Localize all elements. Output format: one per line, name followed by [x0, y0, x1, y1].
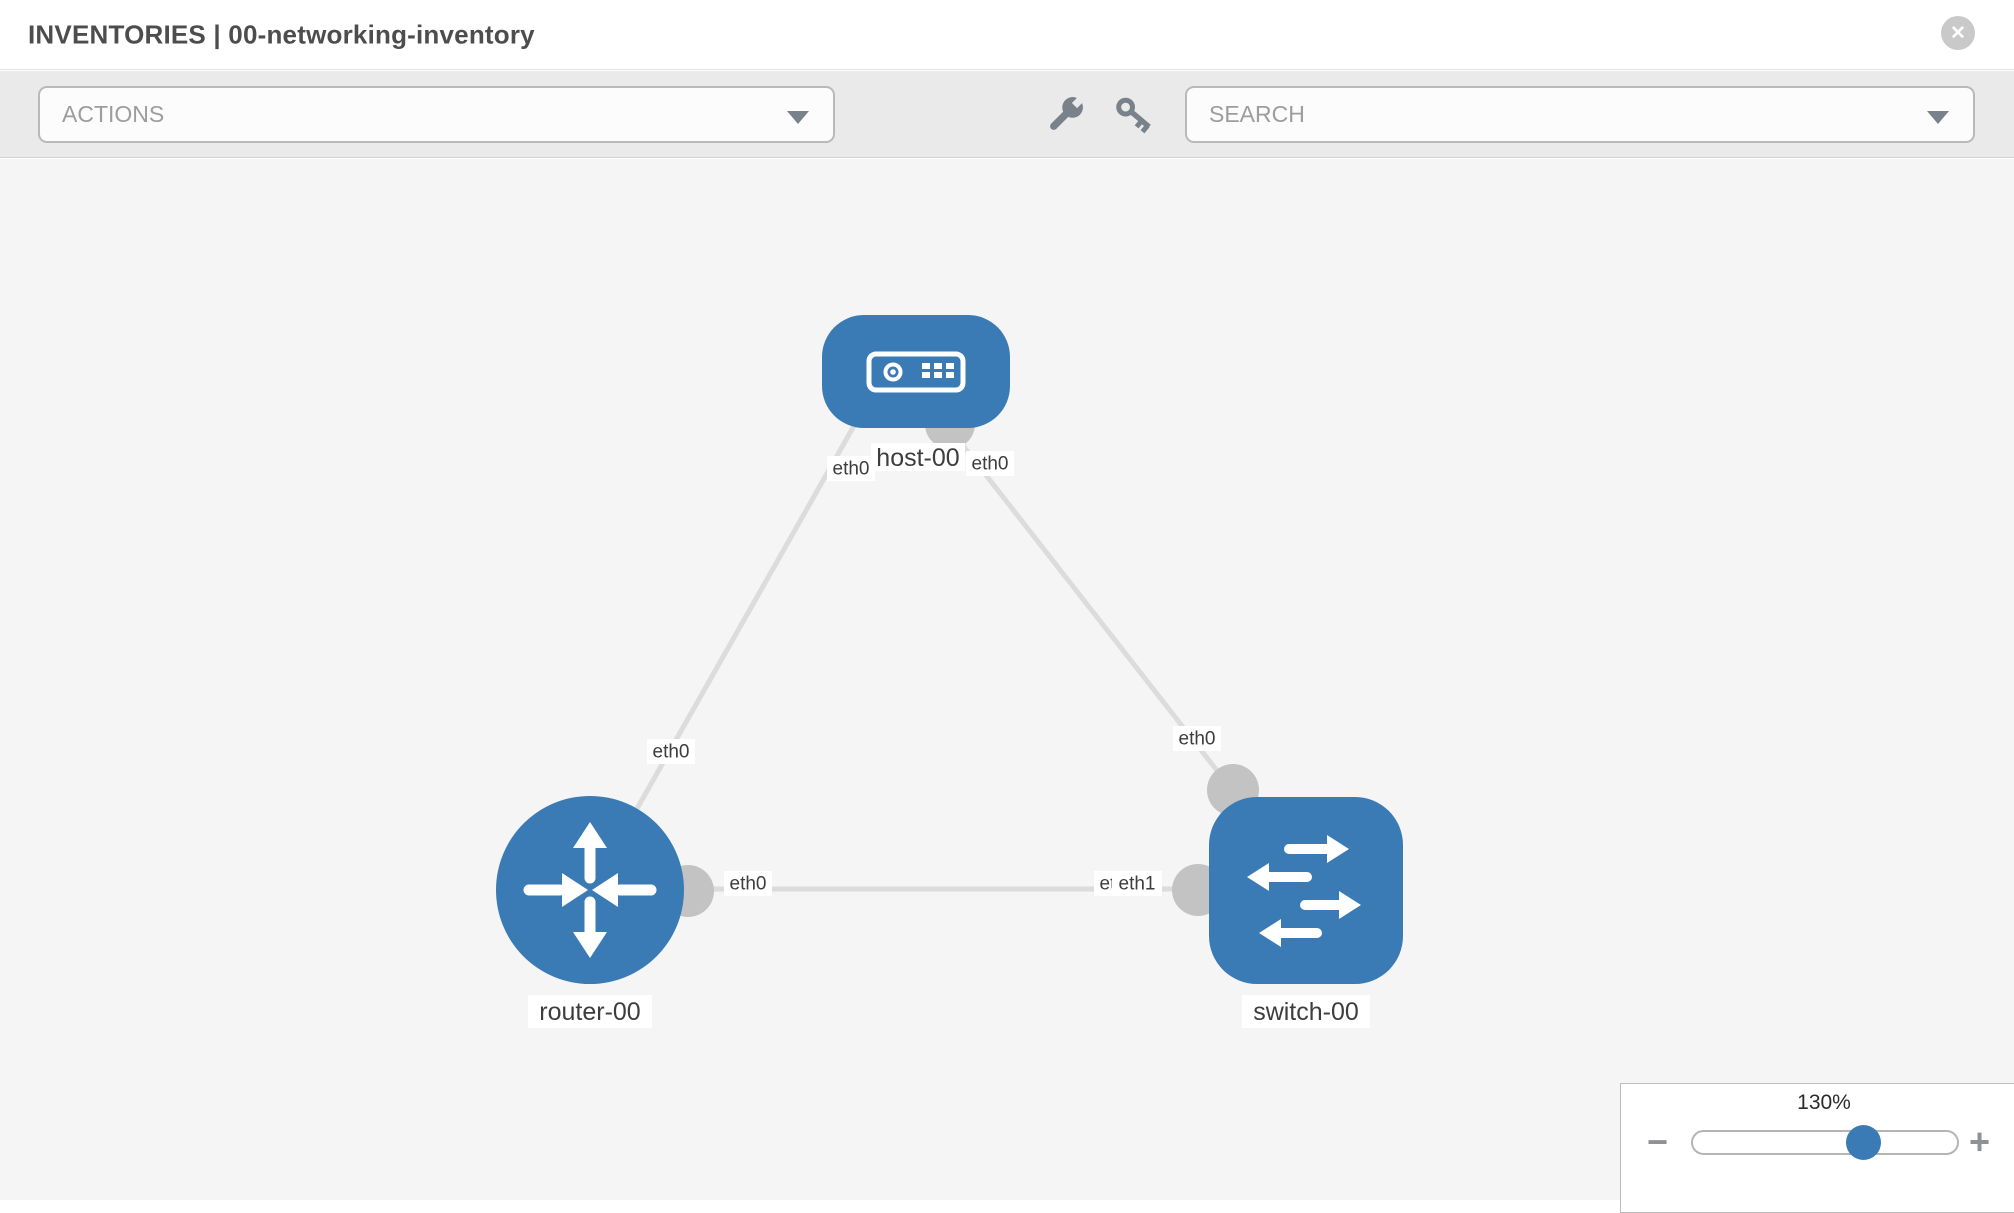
search-dropdown[interactable]: SEARCH: [1185, 86, 1975, 143]
search-dropdown-label: SEARCH: [1209, 101, 1305, 127]
interface-label: eth0: [966, 451, 1014, 476]
svg-text:eth0: eth0: [1179, 729, 1216, 750]
svg-text:eth1: eth1: [1119, 874, 1156, 895]
zoom-level: 130%: [1797, 1091, 1851, 1114]
topology-canvas[interactable]: host-00 router-00 switch-00 eth0 eth0 et…: [0, 159, 2014, 1200]
node-host[interactable]: [822, 315, 1010, 428]
actions-dropdown[interactable]: ACTIONS: [38, 86, 835, 143]
tools-button[interactable]: [1035, 71, 1095, 158]
topology-svg: host-00 router-00 switch-00 eth0 eth0 et…: [496, 315, 1403, 1028]
zoom-out-button[interactable]: −: [1647, 1124, 1668, 1160]
node-router[interactable]: [496, 796, 684, 984]
svg-text:eth0: eth0: [972, 454, 1009, 475]
toolbar: ACTIONS SEARCH: [0, 71, 2014, 158]
router-icon: [523, 822, 657, 958]
svg-text:eth0: eth0: [653, 742, 690, 763]
minus-icon: −: [1647, 1121, 1669, 1162]
zoom-panel: 130% − +: [1620, 1083, 2014, 1213]
switch-icon: [1247, 835, 1361, 947]
plus-icon: +: [1969, 1121, 1991, 1162]
interface-label: eth0: [1173, 726, 1221, 751]
credentials-button[interactable]: [1105, 71, 1165, 158]
close-icon: ✕: [1950, 22, 1966, 44]
node-switch[interactable]: [1209, 797, 1403, 984]
svg-text:eth0: eth0: [833, 459, 870, 480]
zoom-in-button[interactable]: +: [1969, 1124, 1990, 1160]
svg-text:eth0: eth0: [730, 874, 767, 895]
svg-text:host-00: host-00: [876, 444, 959, 472]
close-button[interactable]: ✕: [1941, 16, 1975, 50]
actions-dropdown-label: ACTIONS: [62, 101, 165, 127]
page-title: INVENTORIES | 00-networking-inventory: [28, 19, 535, 49]
node-label-host: host-00: [871, 443, 965, 472]
interface-label: eth0: [724, 871, 772, 896]
key-icon: [1116, 97, 1151, 133]
interface-label: eth0: [647, 739, 695, 764]
node-label-router: router-00: [528, 995, 652, 1028]
chevron-down-icon: [1927, 111, 1949, 124]
host-icon: [866, 351, 966, 393]
svg-text:switch-00: switch-00: [1253, 998, 1359, 1026]
zoom-slider[interactable]: [1691, 1130, 1959, 1155]
page-header: INVENTORIES | 00-networking-inventory ✕: [0, 0, 2014, 70]
interface-label: eth1: [1112, 871, 1162, 896]
zoom-slider-thumb[interactable]: [1846, 1125, 1881, 1160]
wrench-icon: [1050, 95, 1085, 130]
svg-text:router-00: router-00: [539, 998, 640, 1026]
interface-label: eth0: [827, 456, 875, 481]
node-label-switch: switch-00: [1242, 995, 1370, 1028]
chevron-down-icon: [787, 111, 809, 124]
